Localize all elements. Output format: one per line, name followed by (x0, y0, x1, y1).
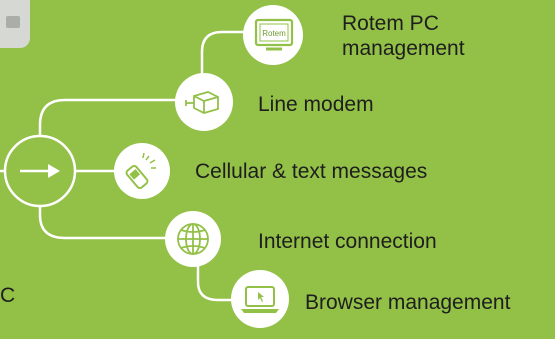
device-screen (6, 16, 20, 28)
arrow-right-icon (20, 164, 60, 178)
rotem-pc-label: Rotem PC management (342, 11, 465, 61)
internet-label: Internet connection (258, 230, 437, 253)
controller-device-fragment (0, 0, 30, 48)
rotem-pc-node: Rotem (243, 5, 303, 65)
globe-icon (177, 223, 209, 255)
line-modem-label: Line modem (258, 93, 374, 116)
cellular-node (114, 143, 170, 199)
branch-to-internet (38, 192, 172, 240)
laptop-icon (241, 286, 279, 313)
cellular-label: Cellular & text messages (195, 160, 428, 183)
monitor-screen-text: Rotem (262, 29, 286, 38)
branch-to-browser (196, 260, 234, 302)
cellphone-icon (125, 152, 156, 190)
browser-label: Browser management (305, 291, 511, 314)
connector-lines (0, 30, 247, 302)
rotem-pc-label-line1: Rotem PC (342, 12, 439, 35)
internet-node (165, 211, 221, 267)
line-modem-node (175, 73, 233, 131)
modem-icon (185, 91, 219, 114)
rotem-pc-label-line2: management (342, 37, 465, 60)
cursor-icon (258, 292, 264, 302)
browser-node (231, 270, 289, 328)
hub-node (3, 134, 77, 208)
branch-to-line-modem (38, 98, 180, 150)
monitor-icon: Rotem (254, 18, 294, 51)
cropped-text-fragment: C (0, 284, 16, 307)
branch-to-rotem-pc (200, 30, 247, 80)
